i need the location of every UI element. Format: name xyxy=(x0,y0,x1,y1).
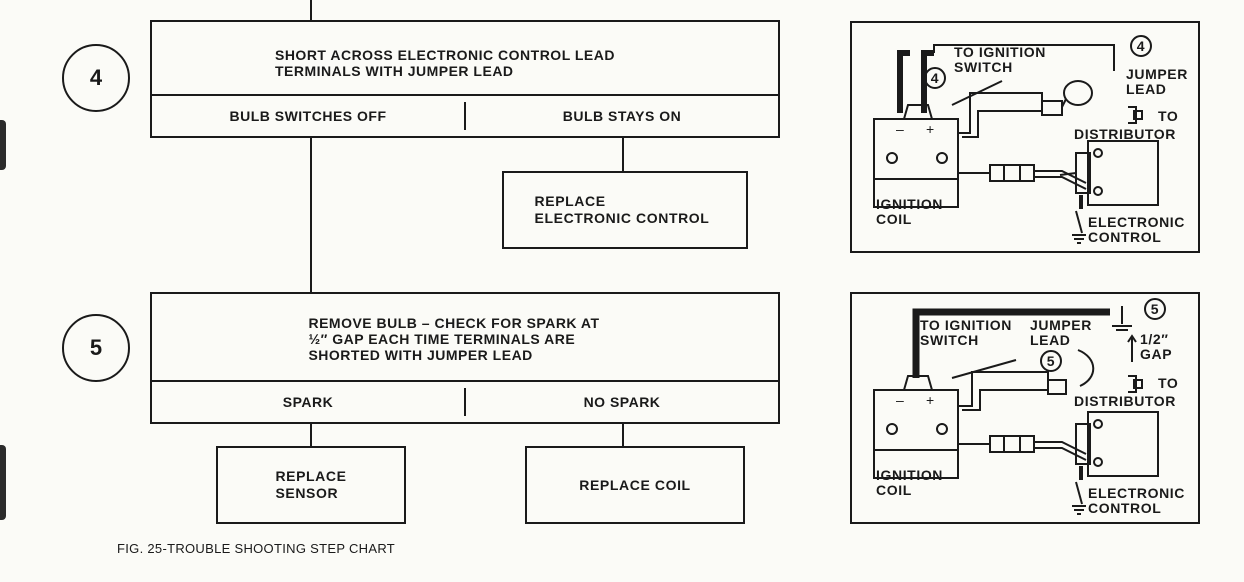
label-to-distributor-to: TO xyxy=(1158,375,1179,391)
wiring-drawing xyxy=(873,44,1159,244)
figure-caption: FIG. 25-TROUBLE SHOOTING STEP CHART xyxy=(117,541,396,556)
instruction-text: REMOVE BULB – CHECK FOR SPARK AT ½″ GAP … xyxy=(308,315,600,363)
connector-line xyxy=(310,422,312,448)
connector-line xyxy=(310,136,312,294)
outcome-row: BULB SWITCHES OFF BULB STAYS ON xyxy=(152,94,778,136)
wiring-diagram-step-4: 4 4 TO IGNITION SWITCH JUMPER LEAD TO DI… xyxy=(850,21,1200,253)
page-edge-mark xyxy=(0,120,6,170)
coil-step-marker-badge: 4 xyxy=(924,67,946,89)
label-jumper-lead: JUMPER LEAD xyxy=(1030,317,1092,348)
step-4-badge: 4 xyxy=(62,44,130,112)
label-electronic-control: ELECTRONIC CONTROL xyxy=(1088,485,1185,516)
step-4-instruction: SHORT ACROSS ELECTRONIC CONTROL LEAD TER… xyxy=(152,22,778,104)
step-5-box: REMOVE BULB – CHECK FOR SPARK AT ½″ GAP … xyxy=(150,292,780,424)
label-to-distributor-to: TO xyxy=(1158,108,1179,124)
label-to-ignition-switch: TO IGNITION SWITCH xyxy=(954,44,1046,75)
result-text: REPLACE SENSOR xyxy=(275,468,347,501)
result-replace-coil: REPLACE COIL xyxy=(525,446,745,524)
outcome-divider xyxy=(464,388,466,416)
outcome-divider xyxy=(464,102,466,130)
lead-step-marker-badge: 5 xyxy=(1040,350,1062,372)
result-text: REPLACE ELECTRONIC CONTROL xyxy=(534,193,710,226)
outcome-row: SPARK NO SPARK xyxy=(152,380,778,422)
connector-line xyxy=(622,136,624,172)
label-to-ignition-switch: TO IGNITION SWITCH xyxy=(920,317,1012,348)
label-gap: 1/2″ GAP xyxy=(1140,331,1173,362)
page-edge-mark xyxy=(0,445,6,520)
label-distributor: DISTRIBUTOR xyxy=(1074,393,1177,409)
connector-line xyxy=(310,0,312,22)
step-number: 4 xyxy=(89,65,103,90)
coil-plus-label: + xyxy=(926,121,935,137)
outcome-bulb-switches-off: BULB SWITCHES OFF xyxy=(229,108,387,124)
coil-minus-label: – xyxy=(896,392,905,408)
step-marker-badge: 4 xyxy=(1130,35,1152,57)
connector-line xyxy=(622,422,624,448)
label-ignition-coil: IGNITION COIL xyxy=(876,196,944,227)
outcome-bulb-stays-on: BULB STAYS ON xyxy=(562,108,682,124)
result-text: REPLACE COIL xyxy=(579,476,691,493)
instruction-text: SHORT ACROSS ELECTRONIC CONTROL LEAD TER… xyxy=(274,47,615,79)
step-marker-badge: 5 xyxy=(1144,298,1166,320)
coil-plus-label: + xyxy=(926,392,935,408)
step-5-instruction: REMOVE BULB – CHECK FOR SPARK AT ½″ GAP … xyxy=(152,294,778,384)
label-distributor: DISTRIBUTOR xyxy=(1074,126,1177,142)
label-electronic-control: ELECTRONIC CONTROL xyxy=(1088,214,1185,245)
outcome-spark: SPARK xyxy=(282,394,334,410)
step-5-badge: 5 xyxy=(62,314,130,382)
outcome-no-spark: NO SPARK xyxy=(583,394,661,410)
label-jumper-lead: JUMPER LEAD xyxy=(1126,66,1188,97)
wiring-diagram-step-5: 5 5 TO IGNITION SWITCH JUMPER LEAD 1/2″ … xyxy=(850,292,1200,524)
result-replace-sensor: REPLACE SENSOR xyxy=(216,446,406,524)
result-replace-electronic-control: REPLACE ELECTRONIC CONTROL xyxy=(502,171,748,249)
step-number: 5 xyxy=(89,335,103,360)
label-ignition-coil: IGNITION COIL xyxy=(876,467,944,498)
coil-minus-label: – xyxy=(896,121,905,137)
step-4-box: SHORT ACROSS ELECTRONIC CONTROL LEAD TER… xyxy=(150,20,780,138)
wiring-drawing xyxy=(873,306,1159,515)
